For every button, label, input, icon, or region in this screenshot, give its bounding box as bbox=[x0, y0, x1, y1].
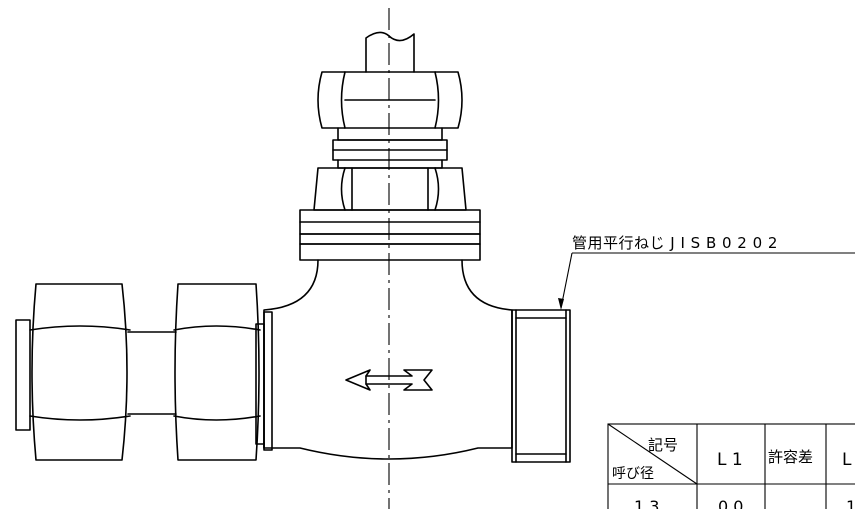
valve-body bbox=[263, 259, 513, 460]
lower-hex-nut bbox=[313, 167, 467, 211]
valve-stem bbox=[365, 31, 415, 73]
table-corner-diagonal bbox=[607, 423, 698, 485]
table-header-l1: L 1 bbox=[717, 450, 743, 470]
table-header-symbol: 記号 bbox=[648, 436, 678, 454]
thread-collar-left bbox=[255, 311, 273, 451]
connector-pipe bbox=[127, 331, 177, 415]
table-header-nominal-size: 呼び径 bbox=[612, 466, 654, 482]
flow-arrow bbox=[345, 369, 433, 391]
bonnet-flange bbox=[299, 209, 481, 261]
thread-callout-leader bbox=[558, 252, 855, 310]
upper-hex-nut bbox=[317, 71, 463, 129]
spec-table bbox=[607, 423, 855, 509]
table-header-tolerance: 許容差 bbox=[768, 448, 813, 466]
table-header-l2: L bbox=[842, 450, 852, 470]
threaded-end-right bbox=[511, 309, 571, 463]
valve-neck bbox=[332, 127, 448, 169]
thread-callout-label: 管用平行ねじ J I S B 0 2 0 2 bbox=[572, 234, 778, 252]
connector-hex-nut-outer bbox=[29, 283, 131, 461]
pipe-stub bbox=[15, 319, 31, 431]
table-cell-l1: 0 0 bbox=[718, 497, 743, 509]
table-cell-l2: 1 bbox=[846, 497, 855, 509]
table-cell-size: 1 3 bbox=[634, 497, 659, 509]
connector-hex-nut-inner bbox=[173, 283, 261, 461]
